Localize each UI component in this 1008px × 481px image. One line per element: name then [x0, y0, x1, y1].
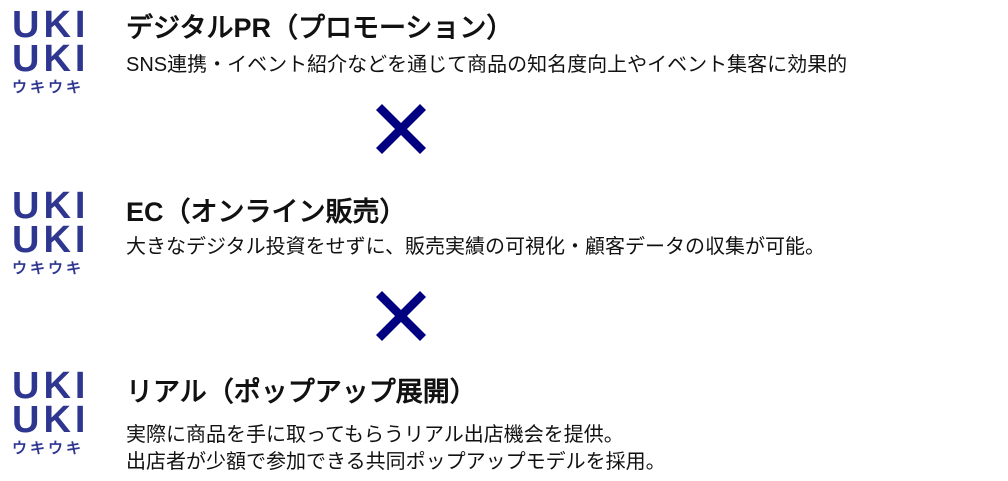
ukiuki-logo: UKI UKI ウキウキ	[12, 185, 90, 277]
multiply-icon	[376, 291, 426, 341]
ukiuki-logo: UKI UKI ウキウキ	[12, 4, 90, 96]
section-desc-ec: 大きなデジタル投資をせずに、販売実績の可視化・顧客データの収集が可能。	[126, 236, 825, 258]
section-title-real: リアル（ポップアップ展開）	[126, 377, 477, 407]
section-desc-real-2: 出店者が少額で参加できる共同ポップアップモデルを採用。	[126, 451, 666, 473]
section-title-digital-pr: デジタルPR（プロモーション）	[126, 13, 514, 43]
ukiuki-logo: UKI UKI ウキウキ	[12, 365, 90, 457]
section-desc-real-1: 実際に商品を手に取ってもらうリアル出店機会を提供。	[126, 424, 624, 446]
section-desc-digital-pr: SNS連携・イベント紹介などを通じて商品の知名度向上やイベント集客に効果的	[126, 54, 848, 76]
multiply-icon	[376, 104, 426, 154]
section-title-ec: EC（オンライン販売）	[126, 197, 407, 227]
